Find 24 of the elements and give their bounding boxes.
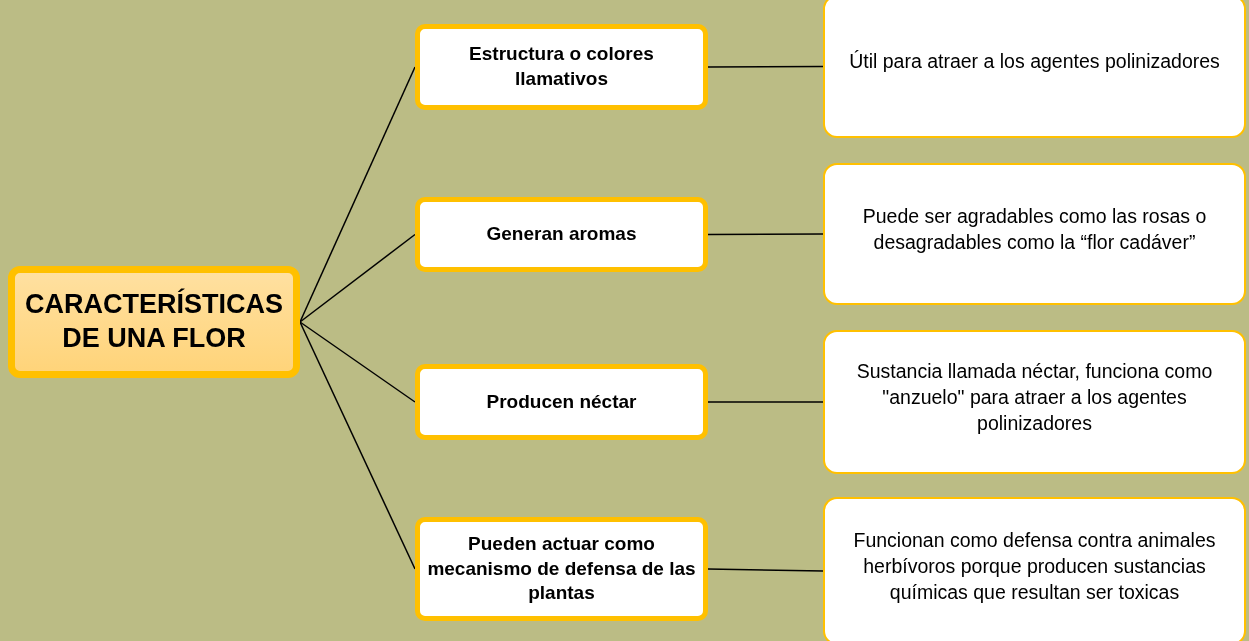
connector-line [707,65,824,68]
connector-line [707,233,824,236]
box-text: Puede ser agradables como las rosas o desagradables como la “flor cadáver” [861,203,1208,255]
description-box [823,330,1246,474]
description-box [823,497,1246,641]
box-text: Funcionan como defensa contra animales herbívoros porque producen sustancias químicas que resultan ser toxicas [852,527,1217,606]
description-box [823,163,1246,305]
box-text: Sustancia llamada néctar, funciona como "anzuelo" para atraer a los agentes polinizadores [855,358,1214,437]
description-box [823,0,1246,138]
connector-line [707,568,824,572]
feature-box [415,517,708,621]
box-text: Generan aromas [486,222,637,247]
box-text: Estructura o colores llamativos [468,42,655,91]
feature-box [415,197,708,272]
box-text: Útil para atraer a los agentes polinizadores [849,49,1220,75]
connector-line [707,401,824,403]
central-topic-box [8,266,300,378]
connector-line [299,233,416,323]
box-text: Producen néctar [486,389,637,414]
connector-line [299,321,416,403]
feature-box [415,364,708,440]
title-text: CARACTERÍSTICAS DE UNA FLOR [24,288,284,355]
box-text: Pueden actuar como mecanismo de defensa de las plantas [426,531,697,606]
feature-box [415,24,708,110]
